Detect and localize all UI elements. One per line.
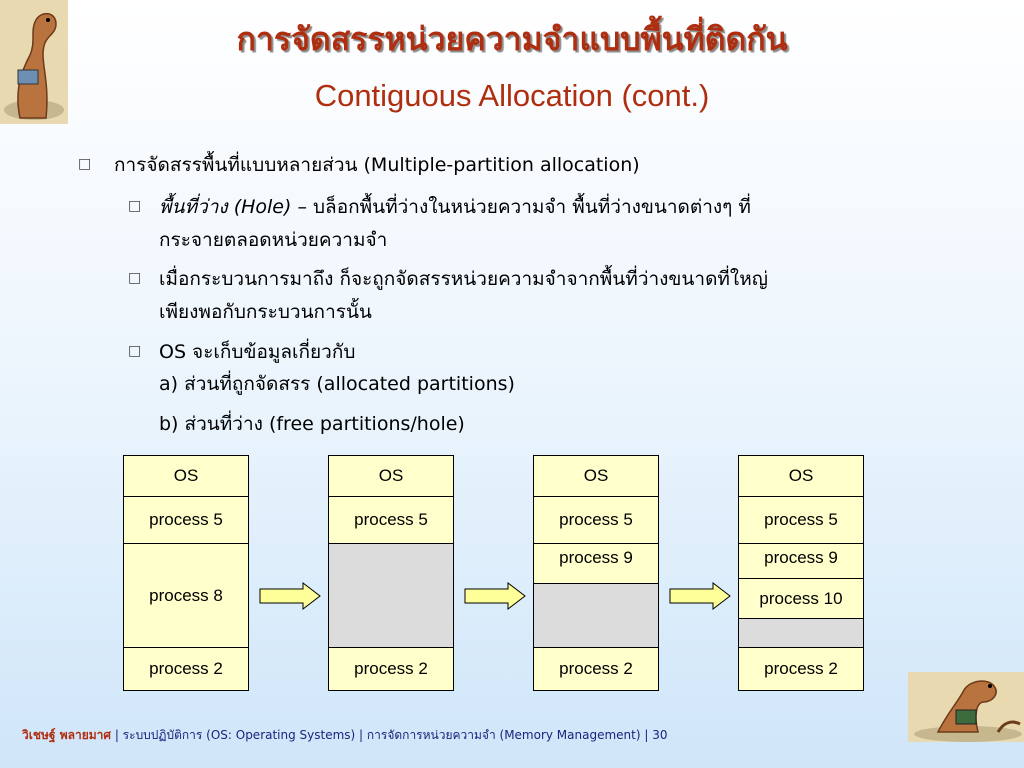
memory-state-2: OS process 5 process 2	[328, 455, 454, 691]
segment-os: OS	[788, 466, 814, 485]
bullet-process-arrival-cont: เพียงพอกับกระบวนการนั้น	[159, 301, 372, 323]
segment-hole	[534, 583, 658, 647]
memory-state-3: OS process 5 process 9 process 2	[533, 455, 659, 691]
segment-process-5: process 5	[739, 496, 863, 543]
arrow-right-icon	[669, 582, 731, 610]
arrow-right-icon	[259, 582, 321, 610]
bullet-os-keeps: OS จะเก็บข้อมูลเกี่ยวกับ	[159, 341, 356, 363]
segment-process-8: process 8	[124, 543, 248, 647]
segment-os: OS	[173, 466, 199, 485]
bullet-multiple-partition: การจัดสรรพื้นที่แบบหลายส่วน (Multiple-pa…	[114, 154, 640, 176]
memory-state-4: OS process 5 process 9 process 10 proces…	[738, 455, 864, 691]
bullet-free: b) ส่วนที่ว่าง (free partitions/hole)	[159, 413, 465, 435]
memory-state-1: OS process 5 process 8 process 2	[123, 455, 249, 691]
dinosaur-logo-icon	[0, 0, 68, 124]
segment-process-5: process 5	[124, 496, 248, 543]
hole-term: พื้นที่ว่าง (Hole)	[159, 196, 292, 218]
segment-process-9: process 9	[534, 543, 658, 583]
bullet-marker-icon: □	[128, 343, 142, 359]
segment-process-5: process 5	[329, 496, 453, 543]
bullet-marker-icon: □	[78, 156, 92, 172]
dinosaur-laptop-logo-icon	[908, 672, 1024, 742]
segment-process-2: process 2	[329, 647, 453, 690]
segment-os: OS	[378, 466, 404, 485]
segment-process-9: process 9	[739, 543, 863, 578]
bullet-marker-icon: □	[128, 198, 142, 214]
footer-author: วิเชษฐ์ พลายมาศ	[22, 728, 111, 742]
bullet-hole: พื้นที่ว่าง (Hole) – บล็อกพื้นที่ว่างในห…	[159, 192, 751, 222]
segment-process-2: process 2	[124, 647, 248, 690]
bullet-allocated: a) ส่วนที่ถูกจัดสรร (allocated partition…	[159, 373, 515, 395]
segment-hole	[329, 543, 453, 647]
segment-process-2: process 2	[739, 647, 863, 690]
footer: วิเชษฐ์ พลายมาศ | ระบบปฏิบัติการ (OS: Op…	[22, 726, 667, 745]
arrow-right-icon	[464, 582, 526, 610]
page-subtitle: Contiguous Allocation (cont.)	[314, 78, 710, 113]
segment-process-10: process 10	[739, 578, 863, 618]
bullet-hole-cont: กระจายตลอดหน่วยความจำ	[159, 229, 388, 251]
bullet-process-arrival: เมื่อกระบวนการมาถึง ก็จะถูกจัดสรรหน่วยคว…	[159, 268, 768, 290]
segment-hole	[739, 618, 863, 647]
segment-process-5: process 5	[534, 496, 658, 543]
bullet-marker-icon: □	[128, 270, 142, 286]
segment-os: OS	[583, 466, 609, 485]
page-title: การจัดสรรหน่วยความจำแบบพื้นที่ติดกัน	[236, 20, 788, 58]
hole-definition: – บล็อกพื้นที่ว่างในหน่วยความจำ พื้นที่ว…	[291, 196, 751, 218]
segment-process-2: process 2	[534, 647, 658, 690]
footer-course: | ระบบปฏิบัติการ (OS: Operating Systems)…	[111, 728, 668, 742]
